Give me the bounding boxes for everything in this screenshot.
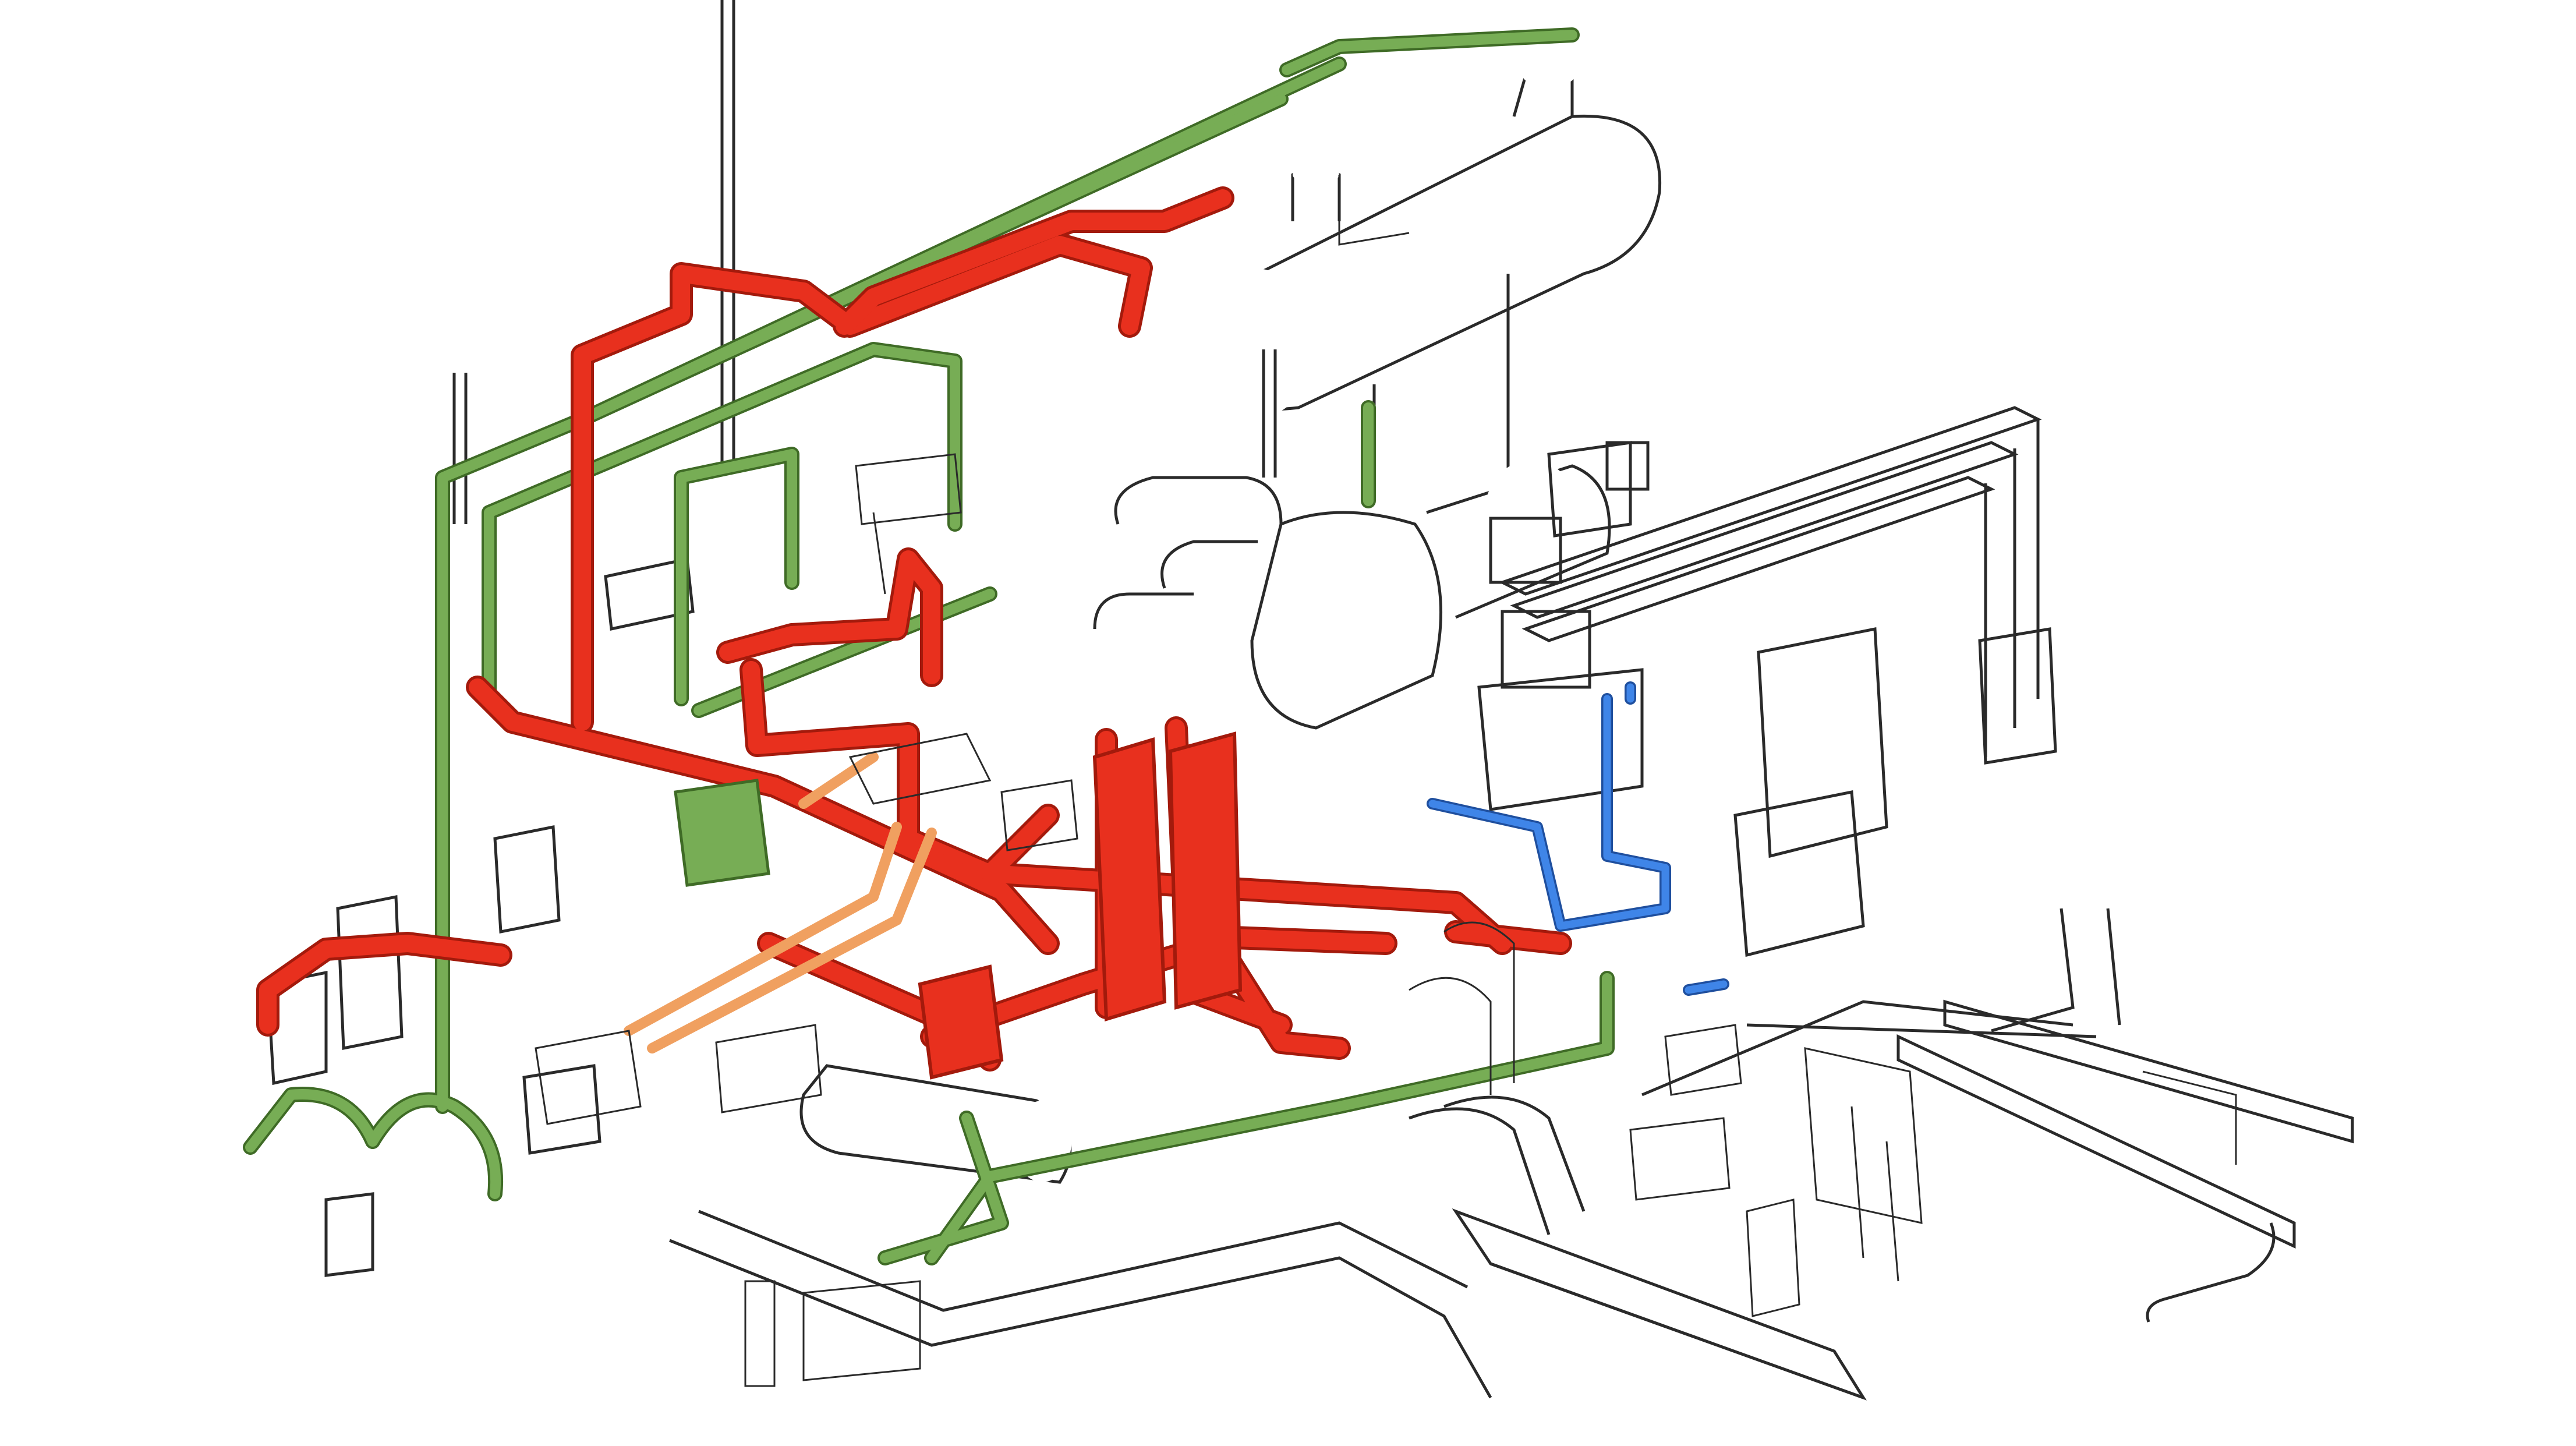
orange-pipe-network [624,752,937,1053]
detail-lines [535,175,2237,1387]
equipment-layer [266,0,2354,1401]
upper-horizontal-vessel [1188,65,1662,478]
left-vessels [266,825,601,1277]
right-pipe-rack [1498,406,2042,757]
vertical-stacks [452,0,1277,524]
left-control-box [604,557,695,631]
green-cooler [674,779,770,887]
electrical-cabinets [1477,441,2057,957]
right-lower-pipework [1641,908,2354,1323]
turbine-casing [1250,441,1650,730]
red-vertical-ducts [918,731,1243,1080]
blue-pipe-network [1428,683,1728,994]
lower-main-duct [669,1095,1867,1401]
exhaust-elbows [1093,476,1283,630]
steam-dome [1291,166,1341,221]
